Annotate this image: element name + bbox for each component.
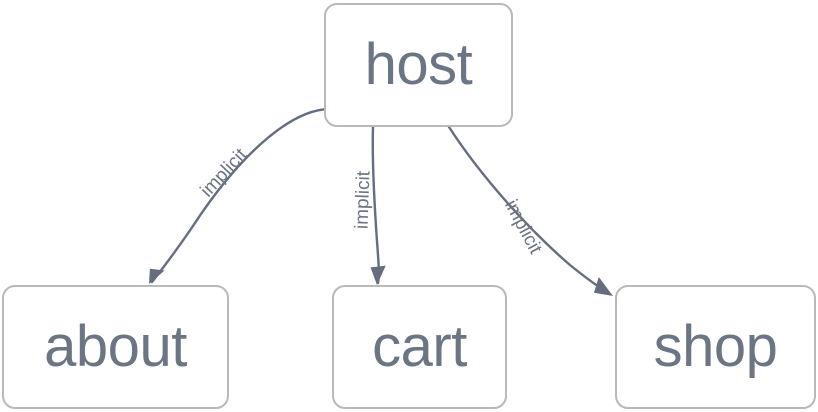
edge-host-cart-path [371, 125, 380, 285]
edge-host-cart[interactable] [369, 125, 386, 286]
edge-host-about-path [150, 107, 331, 284]
edge-host-shop-path [447, 125, 612, 296]
node-about[interactable]: about [2, 285, 229, 409]
node-host-label: host [364, 32, 473, 97]
edge-host-about[interactable] [142, 107, 331, 287]
edge-host-about-arrowhead [149, 268, 165, 284]
edge-host-shop-arrowhead [593, 276, 613, 296]
node-about-label: about [44, 314, 187, 379]
edge-host-cart-arrowhead [370, 265, 386, 285]
node-shop[interactable]: shop [615, 285, 816, 409]
node-cart[interactable]: cart [332, 285, 507, 409]
node-cart-label: cart [372, 314, 467, 379]
node-host[interactable]: host [324, 3, 513, 127]
edge-host-shop[interactable] [447, 125, 618, 302]
node-shop-label: shop [653, 314, 778, 379]
